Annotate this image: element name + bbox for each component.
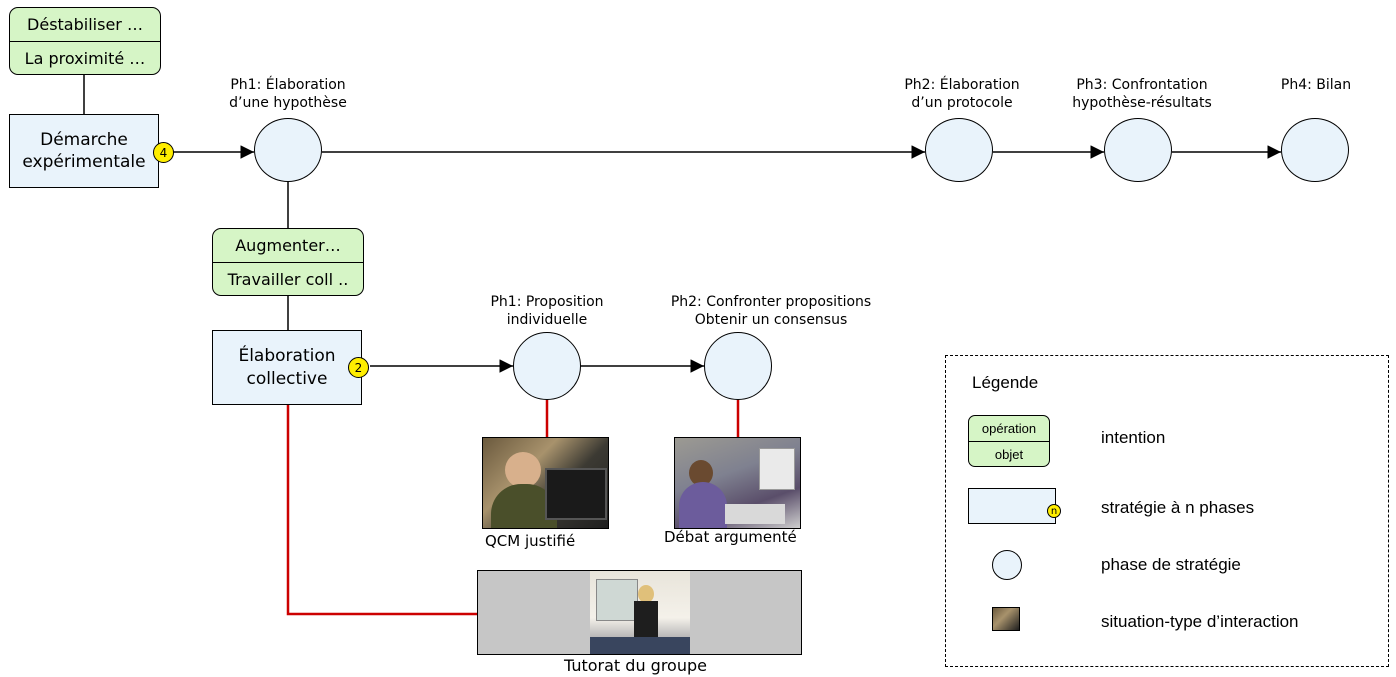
phase-circle[interactable] [254, 118, 322, 182]
situation-photo-qcm[interactable] [482, 437, 609, 529]
legend-title: Légende [972, 373, 1039, 392]
strategy-elaboration[interactable]: Élaboration collective [212, 330, 362, 405]
person-shape [638, 585, 654, 603]
phase-label: Ph2: Confronter propositions Obtenir un … [670, 294, 872, 328]
phase-circle[interactable] [1281, 118, 1349, 182]
phase-circle[interactable] [1104, 118, 1172, 182]
legend-intention-label: intention [1101, 428, 1166, 447]
strategy-demarche[interactable]: Démarche expérimentale [9, 114, 159, 188]
intention-middle[interactable]: Augmenter… Travailler coll .. [212, 228, 364, 296]
phase-circle[interactable] [704, 332, 772, 400]
legend-situation-sample [992, 607, 1020, 631]
legend-strategy-label: stratégie à n phases [1101, 498, 1255, 517]
intention-object: La proximité … [10, 41, 160, 74]
situation-photo-tutorat[interactable] [477, 570, 802, 655]
intention-top[interactable]: Déstabiliser … La proximité … [9, 7, 161, 75]
legend-strategy-sample [968, 488, 1056, 524]
person-shape [505, 452, 541, 488]
intention-object: Travailler coll .. [213, 262, 363, 295]
classroom-image [590, 571, 690, 654]
desk-shape [725, 504, 785, 524]
situation-photo-debat[interactable] [674, 437, 801, 529]
situation-caption: Débat argumenté [664, 528, 797, 546]
person-shape [689, 460, 713, 486]
intention-operation: Augmenter… [235, 236, 341, 255]
person-shape [679, 482, 727, 528]
legend-situation-label: situation-type d’interaction [1101, 612, 1299, 631]
intention-object: objet [969, 441, 1049, 466]
situation-caption: QCM justifié [485, 532, 576, 550]
situation-caption: Tutorat du groupe [564, 656, 707, 675]
intention-operation: opération [981, 421, 1037, 436]
monitor-shape [545, 468, 607, 520]
monitor-shape [759, 448, 795, 490]
phase-circle[interactable] [925, 118, 993, 182]
phase-label: Ph1: Élaboration d’une hypothèse [229, 77, 347, 111]
board-shape [596, 579, 638, 621]
phase-label: Ph1: Proposition individuelle [490, 294, 604, 328]
legend-box: Légende opération objet intention n stra… [945, 355, 1389, 667]
phase-circle[interactable] [513, 332, 581, 400]
phase-label: Ph2: Élaboration d’un protocole [904, 77, 1020, 111]
phase-label: Ph3: Confrontation hypothèse-résultats [1072, 77, 1212, 111]
strategy-label: Démarche expérimentale [22, 129, 146, 172]
intention-operation: Déstabiliser … [27, 15, 143, 34]
situation-link-tutorat [286, 405, 477, 616]
phase-count-badge: n [1047, 504, 1061, 518]
legend-intention-sample: opération objet [968, 415, 1050, 467]
phase-label: Ph4: Bilan [1280, 77, 1352, 93]
strategy-label: Élaboration collective [238, 346, 336, 389]
legend-phase-label: phase de stratégie [1101, 555, 1241, 574]
legend-phase-sample [992, 550, 1022, 580]
phase-count-badge: 2 [348, 357, 369, 378]
phase-count-badge: 4 [153, 142, 174, 163]
audience-shape [590, 637, 690, 654]
